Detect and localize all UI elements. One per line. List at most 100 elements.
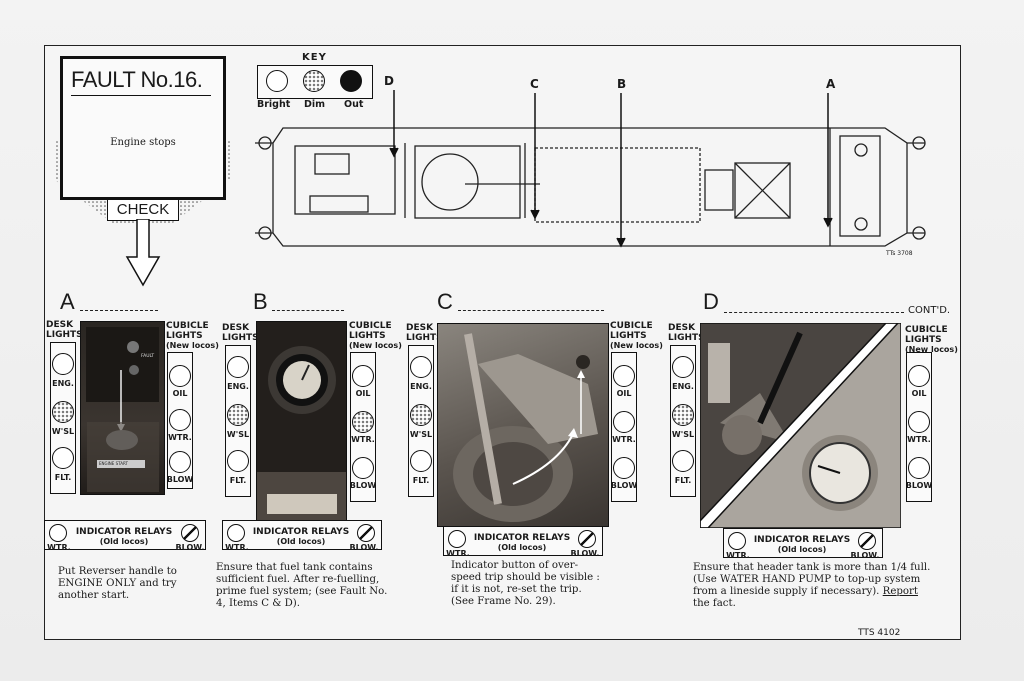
indicator-relays-c: INDICATOR RELAYS (Old locos) WTR. BLOW. <box>443 526 603 558</box>
cubicle-lamp-panel-a: OIL WTR. BLOW <box>167 352 193 489</box>
relay-blow-lamp-icon <box>858 532 876 550</box>
photo-a-start-label: ENGINE START <box>99 461 128 466</box>
flt-label: FLT. <box>412 476 430 485</box>
eng-label: ENG. <box>52 379 74 388</box>
blow-lamp-icon <box>613 457 635 479</box>
relay-wtr-lamp-icon <box>227 524 245 542</box>
wtr-lamp-icon <box>908 411 930 433</box>
section-b-arrow <box>272 310 344 311</box>
desk-lamp-panel-a: ENG. W'SL FLT. <box>50 342 76 494</box>
bright-lamp-icon <box>266 70 288 92</box>
blow-label: BLOW <box>610 481 638 490</box>
wsl-lamp-icon <box>672 404 694 426</box>
relay-wtr-lamp-icon <box>49 524 67 542</box>
relay-blow-label: BLOW. <box>850 551 880 560</box>
desk-lamp-panel-d: ENG. W'SL FLT. <box>670 345 696 497</box>
wsl-lamp-icon <box>410 404 432 426</box>
loco-letter-d: D <box>384 74 394 88</box>
fault-title: FAULT No.16. <box>71 67 211 96</box>
photo-a-reverser: FAULT ENGINE START <box>80 321 165 495</box>
key-box <box>257 65 373 99</box>
relay-wtr-lamp-icon <box>728 532 746 550</box>
wsl-label: W'SL <box>51 427 75 436</box>
relay-blow-label: BLOW. <box>175 543 205 552</box>
dim-lamp-icon <box>303 70 325 92</box>
wsl-lamp-icon <box>52 401 74 423</box>
check-label: CHECK <box>107 199 179 221</box>
key-out-label: Out <box>344 99 364 110</box>
caption-d-text: Ensure that header tank is more than 1/4… <box>693 562 931 597</box>
flt-lamp-icon <box>52 447 74 469</box>
wtr-lamp-icon <box>613 411 635 433</box>
wsl-label: W'SL <box>671 430 695 439</box>
key-bright-label: Bright <box>257 99 291 110</box>
blow-lamp-icon <box>908 457 930 479</box>
locomotive-plan-drawing <box>255 90 926 248</box>
caption-b: Ensure that fuel tank contains sufficien… <box>216 562 388 609</box>
wtr-label: WTR. <box>168 433 192 442</box>
eng-lamp-icon <box>672 356 694 378</box>
relay-subtitle: (Old locos) <box>99 537 149 546</box>
blow-label: BLOW <box>349 481 377 490</box>
blow-lamp-icon <box>169 451 191 473</box>
blow-label: BLOW <box>905 481 933 490</box>
fault-description: Engine stops <box>110 137 176 148</box>
key-title: KEY <box>302 52 327 63</box>
relay-title: INDICATOR RELAYS <box>252 527 350 537</box>
section-d-contd: CONT'D. <box>908 305 951 316</box>
wtr-label: WTR. <box>351 435 375 444</box>
wtr-lamp-icon <box>352 411 374 433</box>
out-lamp-icon <box>340 70 362 92</box>
section-b-letter: B <box>253 289 268 314</box>
relay-title: INDICATOR RELAYS <box>753 535 851 545</box>
photo-b-fuel-gauge <box>256 321 347 521</box>
relay-wtr-label: WTR. <box>726 551 750 560</box>
caption-a: Put Reverser handle to ENGINE ONLY and t… <box>58 566 177 601</box>
flt-lamp-icon <box>227 450 249 472</box>
flt-label: FLT. <box>54 473 72 482</box>
eng-lamp-icon <box>52 353 74 375</box>
wtr-lamp-icon <box>169 409 191 431</box>
flt-label: FLT. <box>229 476 247 485</box>
wsl-label: W'SL <box>409 430 433 439</box>
oil-label: OIL <box>616 389 632 398</box>
loco-letter-a: A <box>826 77 836 91</box>
wsl-lamp-icon <box>227 404 249 426</box>
indicator-relays-a: INDICATOR RELAYS (Old locos) WTR. BLOW. <box>44 520 206 552</box>
oil-lamp-icon <box>908 365 930 387</box>
eng-label: ENG. <box>672 382 694 391</box>
section-a-letter: A <box>60 289 75 314</box>
blow-lamp-icon <box>352 457 374 479</box>
caption-c: Indicator button of over-speed trip shou… <box>451 560 600 607</box>
oil-lamp-icon <box>169 365 191 387</box>
wsl-label: W'SL <box>226 430 250 439</box>
relay-blow-lamp-icon <box>357 524 375 542</box>
relay-wtr-label: WTR. <box>47 543 71 552</box>
section-d-arrow <box>724 312 904 313</box>
cubicle-lamp-panel-b: OIL WTR. BLOW <box>350 352 376 502</box>
eng-label: ENG. <box>410 382 432 391</box>
oil-lamp-icon <box>352 365 374 387</box>
loco-drawing-ref: TTs 3708 <box>886 250 913 257</box>
oil-label: OIL <box>911 389 927 398</box>
loco-letter-b: B <box>617 77 627 91</box>
caption-d-tail: the fact. <box>693 598 736 609</box>
oil-label: OIL <box>355 389 371 398</box>
relay-wtr-label: WTR. <box>225 543 249 552</box>
relay-title: INDICATOR RELAYS <box>75 527 173 537</box>
desk-lamp-panel-b: ENG. W'SL FLT. <box>225 345 251 497</box>
down-arrow-icon <box>125 219 161 287</box>
wtr-label: WTR. <box>907 435 931 444</box>
cubicle-lamp-panel-c: OIL WTR. BLOW <box>611 352 637 502</box>
relay-subtitle: (Old locos) <box>276 537 326 546</box>
section-c-arrow <box>458 310 604 311</box>
fault-title-box: FAULT No.16. Engine stops <box>60 56 226 200</box>
flt-label: FLT. <box>674 476 692 485</box>
relay-wtr-lamp-icon <box>448 530 466 548</box>
